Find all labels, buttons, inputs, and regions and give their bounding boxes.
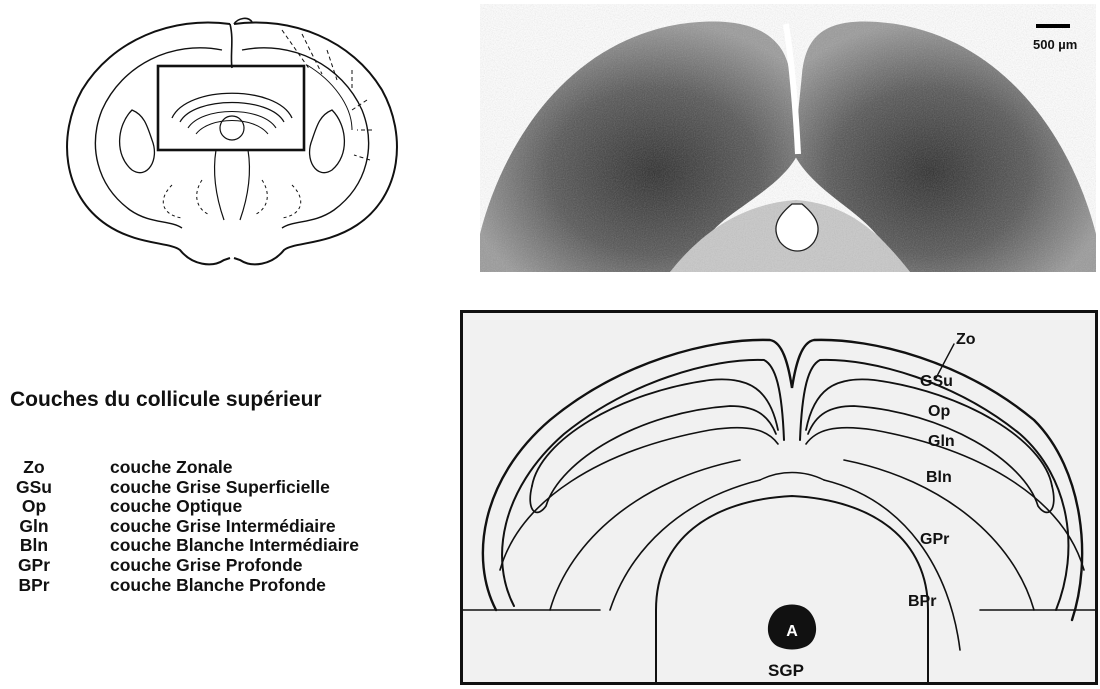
layer-name: couche Zonale <box>58 458 233 478</box>
layer-label-gsu: GSu <box>920 373 953 390</box>
layer-abbr: Zo <box>10 458 58 478</box>
colliculus-layer-schema: A SGP Zo GSu Op Gln Bln GPr BPr <box>460 310 1098 685</box>
layer-name: couche Blanche Intermédiaire <box>58 536 359 556</box>
layer-abbr: BPr <box>10 576 58 596</box>
layer-name: couche Grise Profonde <box>58 556 303 576</box>
aqueduct-label: A <box>786 623 798 640</box>
layer-label-bln: Bln <box>926 469 952 486</box>
pag-label: SGP <box>768 661 804 680</box>
layer-abbr: GPr <box>10 556 58 576</box>
layer-abbr: Bln <box>10 536 58 556</box>
scale-bar-label: 500 µm <box>1033 37 1077 52</box>
layer-abbr: Op <box>10 497 58 517</box>
layer-label-op: Op <box>928 403 950 420</box>
layer-label-bpr: BPr <box>908 593 936 610</box>
legend-title: Couches du collicule supérieur <box>10 388 322 412</box>
layer-label-gpr: GPr <box>920 531 949 548</box>
layer-abbr: GSu <box>10 478 58 498</box>
layer-name: couche Grise Intermédiaire <box>58 517 336 537</box>
layer-abbr: Gln <box>10 517 58 537</box>
histology-photo <box>480 4 1096 272</box>
brain-section-atlas <box>52 10 412 272</box>
layer-name: couche Blanche Profonde <box>58 576 326 596</box>
layer-name: couche Optique <box>58 497 242 517</box>
layer-label-zo: Zo <box>956 331 976 348</box>
layer-name: couche Grise Superficielle <box>58 478 330 498</box>
layer-label-gln: Gln <box>928 433 955 450</box>
